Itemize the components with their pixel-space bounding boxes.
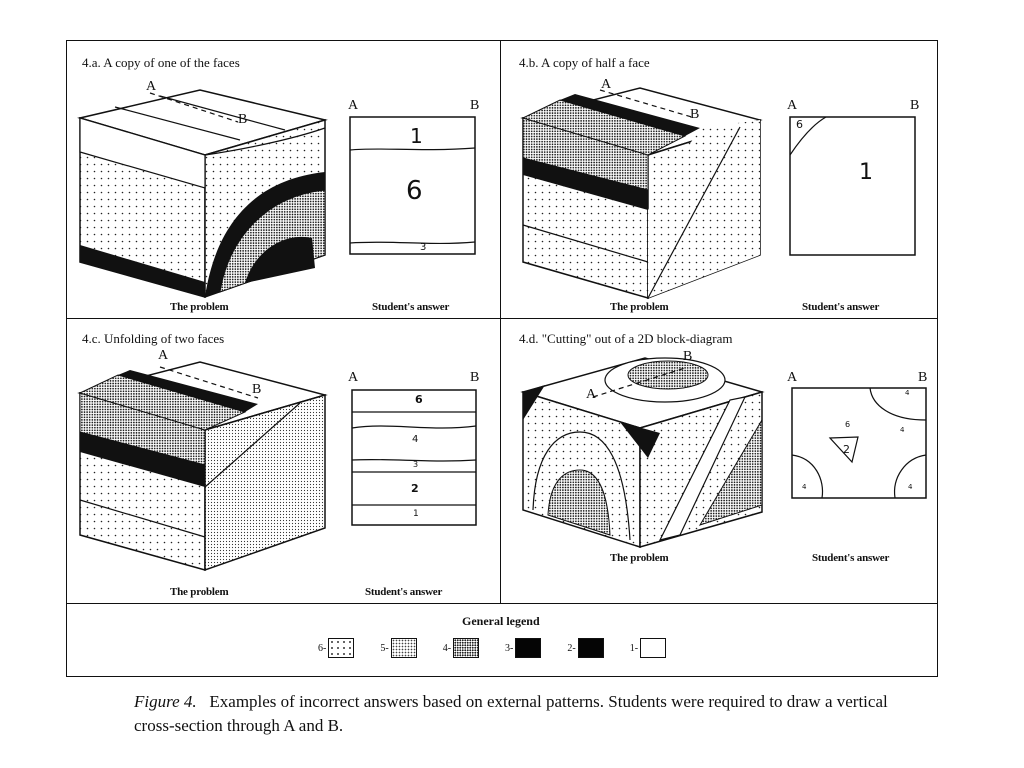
panel-d-answer-number: 4 xyxy=(900,426,905,434)
panel-d-answer-number: 2 xyxy=(843,443,850,456)
panel-c-answer-label-a: A xyxy=(348,370,359,385)
panel-b-answer-number: 1 xyxy=(859,160,873,185)
legend-item: 4- xyxy=(442,638,480,658)
legend-item: 1- xyxy=(629,638,667,658)
panel-c-problem-caption: The problem xyxy=(170,586,229,598)
panel-c-label-a: A xyxy=(158,348,169,363)
legend-label: 2- xyxy=(567,642,576,654)
panel-divider-middle xyxy=(66,318,938,319)
legend-label: 3- xyxy=(505,642,514,654)
panel-a-answer-number: 6 xyxy=(406,176,423,206)
panel-d-answer-label-b: B xyxy=(918,370,928,385)
legend-swatch-black xyxy=(515,638,542,658)
panel-a-answer-label-a: A xyxy=(348,98,359,113)
panel-c-label-b: B xyxy=(252,382,262,397)
panel-d-answer-number: 6 xyxy=(845,420,851,429)
legend-swatch-sparse-dots xyxy=(328,638,355,658)
panel-a-answer-label-b: B xyxy=(470,98,480,113)
legend-item: 6- xyxy=(318,638,355,658)
legend-item: 3- xyxy=(505,638,542,658)
panel-a-label-b: B xyxy=(238,112,248,127)
panel-b-title: 4.b. A copy of half a face xyxy=(519,55,650,70)
panel-divider-legend xyxy=(66,603,938,604)
panel-d-label-a: A xyxy=(586,387,597,402)
panel-c-answer-number: 4 xyxy=(412,434,419,445)
panel-a-answer-caption: Student's answer xyxy=(372,301,450,313)
panel-b-answer-label-a: A xyxy=(787,98,798,113)
legend-swatch-dense-dots xyxy=(453,638,480,658)
legend-item: 2- xyxy=(567,638,604,658)
panel-b-answer-number: 6 xyxy=(796,118,803,131)
legend-swatch-black xyxy=(577,638,604,658)
panel-divider-vertical xyxy=(500,40,501,603)
panel-a-problem-caption: The problem xyxy=(170,301,229,313)
legend-label: 5- xyxy=(380,642,389,654)
panel-a-title: 4.a. A copy of one of the faces xyxy=(82,55,240,70)
panel-c-answer-label-b: B xyxy=(470,370,480,385)
figure-label: Figure 4. xyxy=(134,692,197,711)
legend-label: 4- xyxy=(442,642,452,654)
legend-label: 6- xyxy=(318,642,327,654)
figure-frame xyxy=(66,40,938,677)
panel-c-title: 4.c. Unfolding of two faces xyxy=(82,331,225,346)
panel-d-answer-number: 4 xyxy=(802,483,807,491)
panel-d-problem-caption: The problem xyxy=(610,552,669,564)
panel-b-label-a: A xyxy=(601,77,612,92)
panel-d-answer-label-a: A xyxy=(787,370,798,385)
panel-c-answer-number: 2 xyxy=(411,482,419,495)
panel-c-answer-number: 6 xyxy=(415,393,423,406)
panel-b-answer-label-b: B xyxy=(910,98,920,113)
legend-swatch-white xyxy=(640,638,667,658)
panel-a-label-a: A xyxy=(146,79,157,94)
panel-c-answer-caption: Student's answer xyxy=(365,586,443,598)
legend-title: General legend xyxy=(462,614,540,628)
panel-a-answer-number: 3 xyxy=(420,242,427,253)
panel-c-answer-number: 3 xyxy=(413,460,419,469)
figure-caption: Figure 4. Examples of incorrect answers … xyxy=(134,690,894,738)
panel-d-answer-number: 4 xyxy=(905,389,910,397)
panel-d-title: 4.d. "Cutting" out of a 2D block-diagram xyxy=(519,331,733,346)
panel-c-answer-number: 1 xyxy=(413,509,419,519)
panel-a-answer-number: 1 xyxy=(410,124,423,148)
panel-b-answer-caption: Student's answer xyxy=(802,301,880,313)
legend-swatch-fine-dots xyxy=(390,638,417,658)
panel-d-answer-caption: Student's answer xyxy=(812,552,890,564)
legend: 6- 5- 4- 3- 2- 1- xyxy=(318,638,667,658)
legend-label: 1- xyxy=(629,642,639,654)
panel-b-problem-caption: The problem xyxy=(610,301,669,313)
panel-b-label-b: B xyxy=(690,107,700,122)
figure-caption-text: Examples of incorrect answers based on e… xyxy=(134,692,888,735)
panel-d-answer-number: 4 xyxy=(908,483,913,491)
panel-d-label-b: B xyxy=(683,349,693,364)
legend-item: 5- xyxy=(380,638,417,658)
